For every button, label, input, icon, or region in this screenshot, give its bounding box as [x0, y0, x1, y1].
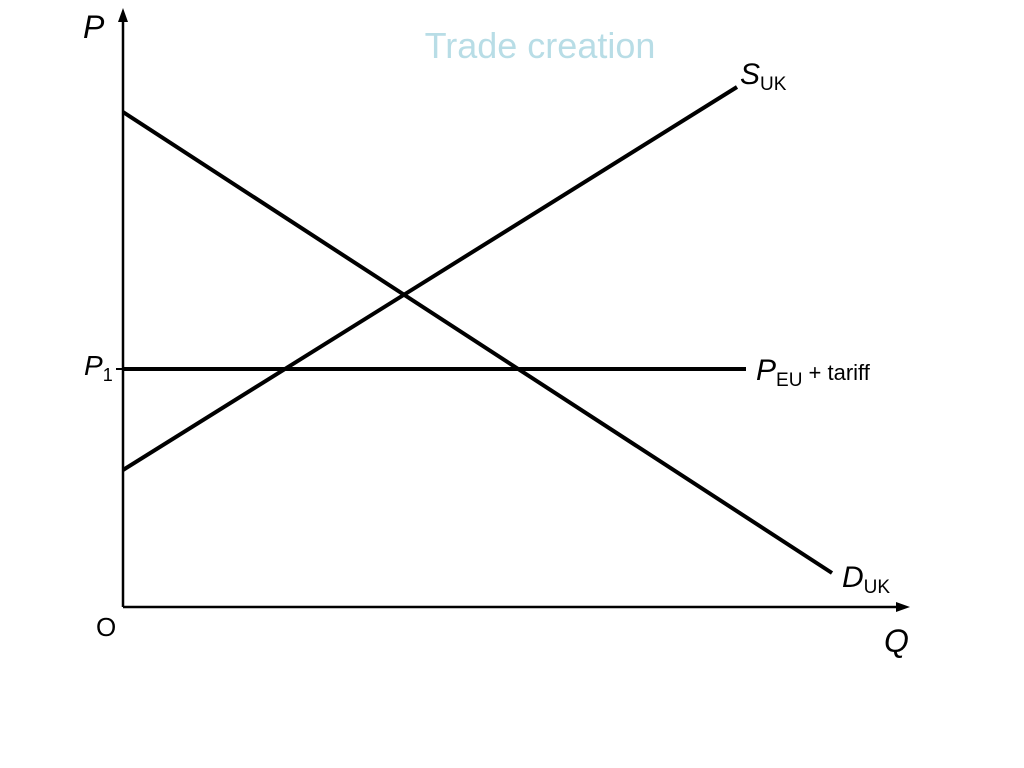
- eu-price-tariff-label: PEU + tariff: [756, 354, 871, 391]
- eu-label-sub: EU: [776, 370, 802, 391]
- supply-label-main: S: [740, 58, 760, 91]
- origin-label: O: [96, 612, 116, 642]
- demand-curve: [121, 110, 834, 575]
- y-axis-arrowhead: [118, 8, 128, 22]
- eu-label-main: P: [756, 354, 776, 387]
- demand-label-sub: UK: [864, 577, 891, 598]
- supply-curve: [121, 85, 739, 472]
- diagram-title: Trade creation: [425, 25, 656, 66]
- demand-label-main: D: [842, 561, 864, 594]
- eu-label-suffix: + tariff: [802, 360, 870, 385]
- x-axis-arrowhead: [896, 602, 910, 612]
- p1-label: P1: [84, 350, 113, 385]
- y-axis-label: P: [83, 9, 105, 45]
- supply-curve-label: SUK: [740, 58, 787, 95]
- x-axis-label: Q: [884, 623, 909, 659]
- p1-label-main: P: [84, 350, 103, 381]
- demand-curve-label: DUK: [842, 561, 890, 598]
- supply-label-sub: UK: [760, 74, 787, 95]
- p1-label-sub: 1: [103, 365, 113, 385]
